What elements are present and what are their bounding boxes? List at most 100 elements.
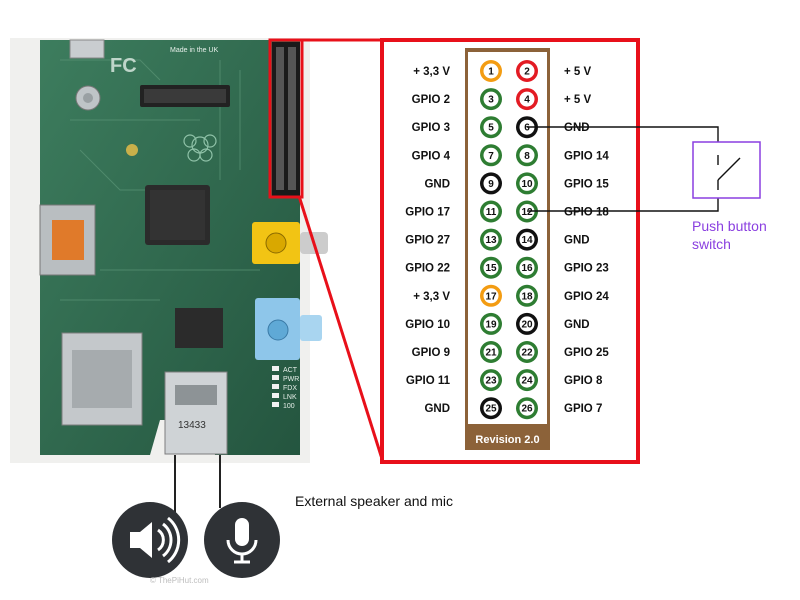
pin-number: 21: [485, 348, 497, 359]
pin-number: 2: [524, 67, 530, 78]
pin-center: [519, 147, 535, 163]
pin-label-left: GPIO 3: [412, 122, 450, 134]
pin-number: 17: [485, 291, 497, 302]
pin-7: 7: [480, 144, 502, 167]
board-marking: Made in the UK: [170, 47, 219, 54]
pin-5: 5: [480, 116, 502, 139]
pin-label-right: + 5 V: [564, 94, 592, 106]
gpio-labels-left: + 3,3 V GPIO 2 GPIO 3 GPIO 4 GND GPIO 17 GPIO …: [405, 66, 450, 415]
pin-label-left: GPIO 17: [405, 207, 450, 219]
pin-26: 26: [516, 397, 538, 420]
pin-center: [483, 400, 499, 416]
pin-label-left: GPIO 10: [405, 319, 450, 331]
pin-center: [483, 119, 499, 135]
pin-number: 6: [524, 123, 530, 134]
watermark: © ThePiHut.com: [150, 576, 209, 585]
pin-8: 8: [516, 144, 538, 167]
pin-number: 24: [521, 376, 533, 387]
pin-number: 5: [488, 123, 494, 134]
pin-number: 23: [485, 376, 497, 387]
led: [272, 366, 279, 371]
pin-label-left: + 3,3 V: [413, 66, 450, 78]
pin-23: 23: [480, 369, 502, 392]
pin-center: [519, 232, 535, 248]
pin-number: 14: [521, 235, 533, 246]
led-label: FDX: [283, 385, 297, 392]
led-label: LNK: [283, 394, 297, 401]
pin-label-left: + 3,3 V: [413, 291, 450, 303]
pin-center: [483, 316, 499, 332]
pin-number: 7: [488, 151, 494, 162]
pin-14: 14: [516, 228, 538, 251]
pin-center: [519, 288, 535, 304]
pin-center: [519, 260, 535, 276]
pin-11: 11: [480, 200, 502, 223]
pin-22: 22: [516, 341, 538, 363]
pin-15: 15: [480, 256, 502, 279]
revision-label: Revision 2.0: [475, 434, 539, 446]
pin-label-left: GPIO 2: [412, 94, 450, 106]
pin-label-left: GPIO 11: [406, 375, 451, 387]
pin-center: [483, 232, 499, 248]
micro-usb-port: [69, 39, 105, 59]
pin-19: 19: [480, 312, 502, 335]
pin-center: [483, 175, 499, 191]
pin-label-right: GPIO 23: [564, 263, 609, 275]
pin-center: [519, 63, 535, 79]
speaker-icon: [112, 502, 188, 578]
led: [272, 375, 279, 380]
pin-21: 21: [480, 341, 502, 363]
pin-label-left: GPIO 4: [412, 150, 451, 162]
pin-center: [519, 372, 535, 388]
pin-2: 2: [516, 60, 538, 82]
led: [272, 402, 279, 407]
pin-center: [519, 344, 535, 360]
pin-center: [483, 147, 499, 163]
pin-number: 9: [488, 179, 494, 190]
pin-label-left: GPIO 22: [405, 263, 450, 275]
pin-number: 15: [485, 263, 497, 274]
pin-number: 11: [486, 207, 497, 218]
led: [272, 384, 279, 389]
pin-label-left: GPIO 27: [405, 235, 450, 247]
pin-number: 3: [488, 95, 494, 106]
pin-number: 13: [485, 235, 497, 246]
pin-label-left: GND: [424, 403, 450, 415]
pin-center: [519, 175, 535, 191]
pin-label-right: GPIO 24: [564, 291, 609, 303]
pin-13: 13: [480, 228, 502, 251]
pin-center: [483, 63, 499, 79]
pin-label-right: GND: [564, 235, 590, 247]
pin-17: 17: [480, 284, 502, 307]
raspberry-logo: [183, 134, 217, 162]
pin-number: 19: [485, 319, 497, 330]
pin-label-right: + 5 V: [564, 66, 592, 78]
pin-label-right: GPIO 25: [564, 347, 609, 359]
pin-label-right: GPIO 8: [564, 375, 603, 387]
pin-number: 16: [521, 263, 533, 274]
pin-label-right: GND: [564, 122, 590, 134]
pin-label-right: GPIO 7: [564, 403, 602, 415]
pin-center: [519, 91, 535, 107]
pin-center: [483, 91, 499, 107]
fc-logo: FC: [110, 55, 137, 77]
pin-center: [519, 400, 535, 416]
pin-center: [519, 316, 535, 332]
pin-label-right: GND: [564, 319, 590, 331]
usb-marking: 13433: [178, 420, 206, 431]
pin-center: [483, 204, 499, 219]
raspberry-pi-board: Made in the UK FC 13433: [10, 38, 328, 515]
push-button-switch: [692, 141, 761, 199]
pin-number: 10: [521, 179, 533, 190]
zoom-line-bottom: [297, 195, 385, 463]
speaker-mic-caption: External speaker and mic: [295, 493, 453, 509]
microphone-icon: [204, 502, 280, 578]
pin-4: 4: [516, 88, 538, 111]
pin-20: 20: [516, 312, 538, 335]
pin-label-left: GPIO 9: [412, 347, 450, 359]
pin-center: [483, 260, 499, 276]
pin-number: 8: [524, 151, 530, 162]
pin-number: 18: [521, 291, 533, 302]
pin-25: 25: [480, 397, 502, 420]
